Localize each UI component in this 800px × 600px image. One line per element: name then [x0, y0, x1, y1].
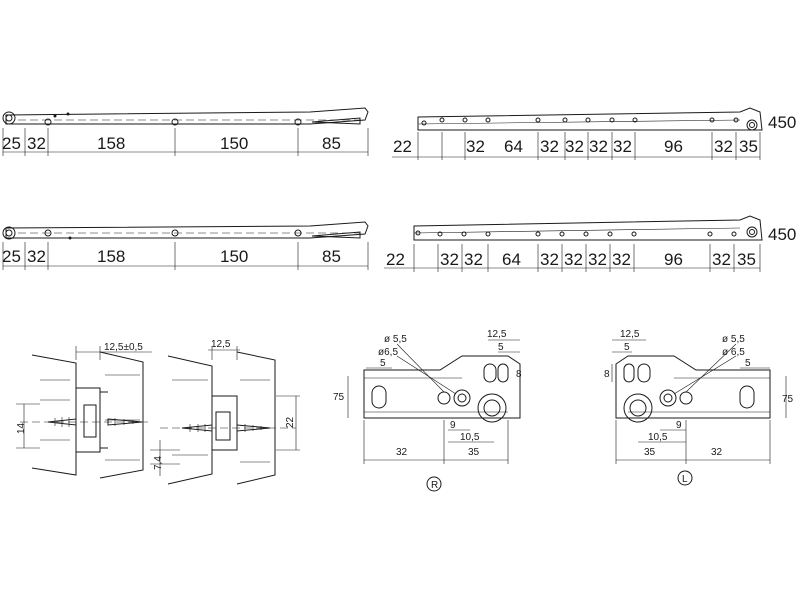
- dim-bottom-right-7: 32: [612, 250, 631, 269]
- rail-top-left: [2, 107, 369, 156]
- bracket-l-label: L: [682, 474, 688, 485]
- dim-top-right-8: 32: [714, 137, 733, 156]
- bracket-r-d32: 32: [396, 447, 408, 458]
- dim-bottom-right-3: 64: [502, 250, 521, 269]
- dim-bottom-right-5: 32: [564, 250, 583, 269]
- bracket-l-d75: 75: [782, 394, 794, 405]
- dim-top-right-5: 32: [589, 137, 608, 156]
- bracket-l-hole2: ø 6,5: [722, 347, 745, 358]
- dim-bottom-right-8: 96: [664, 250, 683, 269]
- bracket-r-d125: 12,5: [487, 329, 507, 340]
- section-left-gap: 12,5±0,5: [104, 342, 143, 353]
- bracket-l-d35: 35: [644, 447, 656, 458]
- dim-top-left-1: 32: [27, 134, 46, 153]
- section-right-gap: 12,5: [211, 339, 231, 350]
- section-right-bottom: 7,4: [153, 456, 164, 470]
- bracket-r-d105: 10,5: [460, 432, 480, 443]
- bracket-l-d32: 32: [711, 447, 723, 458]
- dim-bottom-right-10: 35: [737, 250, 756, 269]
- dim-bottom-left-1: 32: [27, 247, 46, 266]
- dim-top-left-3: 150: [220, 134, 248, 153]
- dim-top-left-4: 85: [322, 134, 341, 153]
- length-top-right: 450: [768, 113, 796, 132]
- rail-bottom-left: [2, 221, 369, 270]
- bracket-r-d35: 35: [468, 447, 480, 458]
- section-left-height: 14: [16, 422, 27, 434]
- dim-bottom-left-3: 150: [220, 247, 248, 266]
- dim-bottom-right-0: 22: [386, 250, 405, 269]
- dim-bottom-right-6: 32: [588, 250, 607, 269]
- dim-top-right-0: 22: [393, 137, 412, 156]
- bracket-l: [611, 339, 787, 486]
- dim-bottom-right-2: 32: [464, 250, 483, 269]
- dim-top-right-2: 64: [504, 137, 523, 156]
- bracket-l-d105: 10,5: [648, 432, 668, 443]
- bracket-r-hole1: ø 5,5: [384, 334, 407, 345]
- dim-bottom-left-2: 158: [97, 247, 125, 266]
- rail-bottom-right: [384, 215, 763, 272]
- bracket-r-hole2: ø6,5: [378, 347, 398, 358]
- dim-top-left-2: 158: [97, 134, 125, 153]
- section-right-height: 22: [285, 416, 296, 428]
- bracket-l-hole1: ø 5,5: [722, 334, 745, 345]
- dim-bottom-right-1: 32: [440, 250, 459, 269]
- dim-top-right-4: 32: [565, 137, 584, 156]
- length-bottom-right: 450: [768, 225, 796, 244]
- dim-top-right-6: 32: [613, 137, 632, 156]
- bracket-l-d125: 12,5: [620, 329, 640, 340]
- dim-bottom-right-4: 32: [540, 250, 559, 269]
- dim-top-right-1: 32: [466, 137, 485, 156]
- bracket-l-d8: 8: [604, 369, 610, 380]
- bracket-l-d9: 9: [676, 420, 682, 431]
- dim-top-right-9: 35: [739, 137, 758, 156]
- bracket-l-d5: 5: [624, 342, 630, 353]
- bracket-r-d8: 8: [516, 369, 522, 380]
- rail-top-right: [392, 107, 763, 160]
- bracket-l-d5b: 5: [745, 358, 751, 369]
- section-left: [16, 346, 152, 479]
- dim-top-left-0: 25: [2, 134, 21, 153]
- dim-bottom-left-4: 85: [322, 247, 341, 266]
- bracket-r-label: R: [431, 480, 438, 491]
- bracket-r-d75: 75: [333, 392, 345, 403]
- bracket-r-d9: 9: [450, 420, 456, 431]
- bracket-r-d5b: 5: [498, 342, 504, 353]
- section-right: [150, 346, 300, 485]
- bracket-r-d5: 5: [380, 358, 386, 369]
- dim-bottom-right-9: 32: [712, 250, 731, 269]
- bracket-r: [347, 339, 521, 492]
- dim-top-right-3: 32: [540, 137, 559, 156]
- dim-top-right-7: 96: [664, 137, 683, 156]
- dim-bottom-left-0: 25: [2, 247, 21, 266]
